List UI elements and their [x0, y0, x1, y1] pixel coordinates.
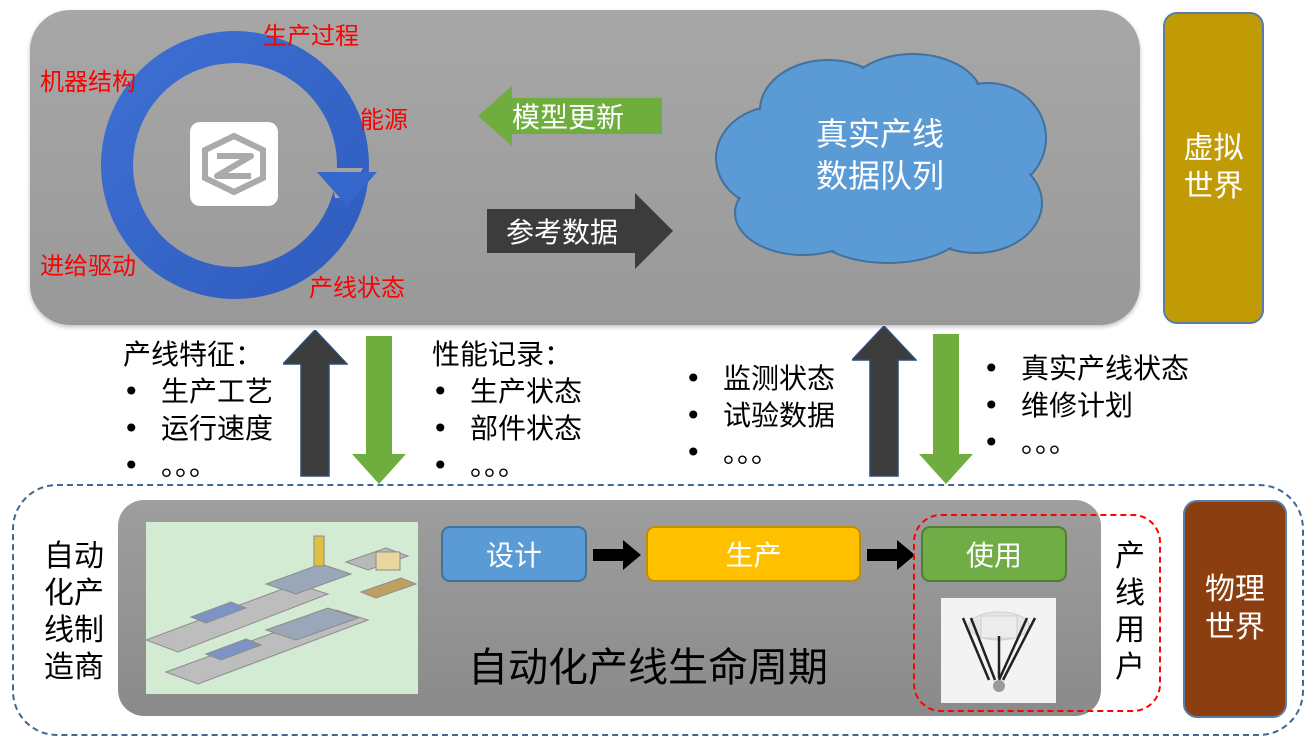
- reference-data-arrow: [487, 193, 673, 269]
- bullet: •: [983, 426, 1000, 459]
- manufacturer-line-2: 化产: [44, 576, 104, 611]
- down-arrow-right: [919, 334, 973, 484]
- logo-card: [190, 122, 278, 206]
- manufacturer-line-1: 自动: [44, 539, 104, 574]
- lifecycle-title: 自动化产线生命周期: [468, 645, 828, 691]
- monitoring-item-2: 试验数据: [723, 399, 836, 432]
- cloud-text-line-1: 真实产线: [815, 115, 944, 153]
- real-state-item-3: 。。。: [1021, 426, 1078, 459]
- features-title: 产线特征：: [123, 338, 264, 371]
- physical-world-line-2: 世界: [1205, 610, 1265, 645]
- label-line-status: 产线状态: [309, 274, 405, 302]
- monitoring-item-1: 监测状态: [723, 362, 836, 395]
- line-user-label: 产 线 用 户: [1112, 538, 1148, 686]
- bullet: •: [685, 399, 702, 432]
- logo-icon: [202, 132, 266, 196]
- monitoring-list: • 监测状态 • 试验数据 • 。。。: [685, 360, 835, 471]
- user-line-1: 产: [1115, 539, 1145, 574]
- features-item-2: 运行速度: [161, 412, 274, 445]
- bullet: •: [685, 362, 702, 395]
- label-energy: 能源: [360, 106, 408, 134]
- down-arrow-left: [352, 336, 406, 484]
- bullet: •: [432, 375, 449, 408]
- arrow-design-to-production-icon: [593, 540, 641, 570]
- stage-design: 设计: [441, 526, 587, 582]
- user-line-2: 线: [1115, 576, 1145, 611]
- cloud-text-line-2: 数据队列: [815, 157, 944, 195]
- physical-world-box: 物理 世界: [1183, 500, 1287, 718]
- monitoring-item-3: 。。。: [723, 436, 780, 469]
- up-arrow-right: [852, 326, 917, 477]
- features-item-3: 。。。: [161, 449, 218, 482]
- bullet: •: [432, 449, 449, 482]
- stage-production: 生产: [646, 526, 861, 582]
- performance-list: 性能记录： • 生产状态 • 部件状态 • 。。。: [432, 336, 582, 484]
- production-line-illustration: [144, 522, 418, 694]
- label-production-process: 生产过程: [263, 22, 359, 50]
- user-region-dashed: [913, 514, 1161, 712]
- manufacturer-label: 自动 化产 线制 造商: [42, 538, 106, 686]
- bullet: •: [983, 352, 1000, 385]
- performance-item-3: 。。。: [470, 449, 527, 482]
- bullet: •: [123, 375, 140, 408]
- performance-item-2: 部件状态: [470, 412, 583, 445]
- model-update-arrow: [478, 86, 662, 146]
- bullet: •: [685, 436, 702, 469]
- performance-item-1: 生产状态: [470, 375, 583, 408]
- real-state-list: • 真实产线状态 • 维修计划 • 。。。: [983, 350, 1189, 461]
- model-update-label: 模型更新: [512, 101, 625, 134]
- cycle-arrow-head-icon: [317, 172, 377, 206]
- bullet: •: [432, 412, 449, 445]
- real-state-item-1: 真实产线状态: [1021, 352, 1190, 385]
- delta-robot-image: [941, 598, 1056, 703]
- delta-robot-illustration: [941, 598, 1056, 703]
- virtual-world-line-1: 虚拟: [1183, 131, 1244, 166]
- bullet: •: [123, 449, 140, 482]
- label-feed-drive: 进给驱动: [40, 252, 136, 280]
- virtual-world-line-2: 世界: [1183, 169, 1244, 204]
- physical-region-dashed: [12, 484, 1304, 736]
- manufacturer-line-3: 线制: [44, 613, 104, 648]
- physical-world-line-1: 物理: [1205, 572, 1265, 607]
- line-features-list: 产线特征： • 生产工艺 • 运行速度 • 。。。: [123, 336, 273, 484]
- bullet: •: [983, 389, 1000, 422]
- user-line-3: 用: [1115, 613, 1145, 648]
- user-line-4: 户: [1115, 650, 1145, 685]
- data-queue-cloud: [715, 53, 1047, 264]
- cloud-text: 真实产线 数据队列: [800, 113, 960, 197]
- manufacturer-line-4: 造商: [44, 650, 104, 685]
- cycle-ring: [101, 31, 377, 299]
- production-line-image: [144, 522, 418, 694]
- reference-data-label: 参考数据: [506, 216, 619, 249]
- real-state-item-2: 维修计划: [1021, 389, 1134, 422]
- arrow-production-to-use-icon: [867, 540, 915, 570]
- bullet: •: [123, 412, 140, 445]
- performance-title: 性能记录：: [432, 338, 573, 371]
- features-item-1: 生产工艺: [161, 375, 274, 408]
- stage-use: 使用: [921, 526, 1067, 582]
- virtual-world-box: 虚拟 世界: [1163, 12, 1264, 324]
- up-arrow-left: [283, 330, 348, 477]
- cycle-ring-arc: [101, 31, 369, 299]
- label-machine-structure: 机器结构: [40, 68, 136, 96]
